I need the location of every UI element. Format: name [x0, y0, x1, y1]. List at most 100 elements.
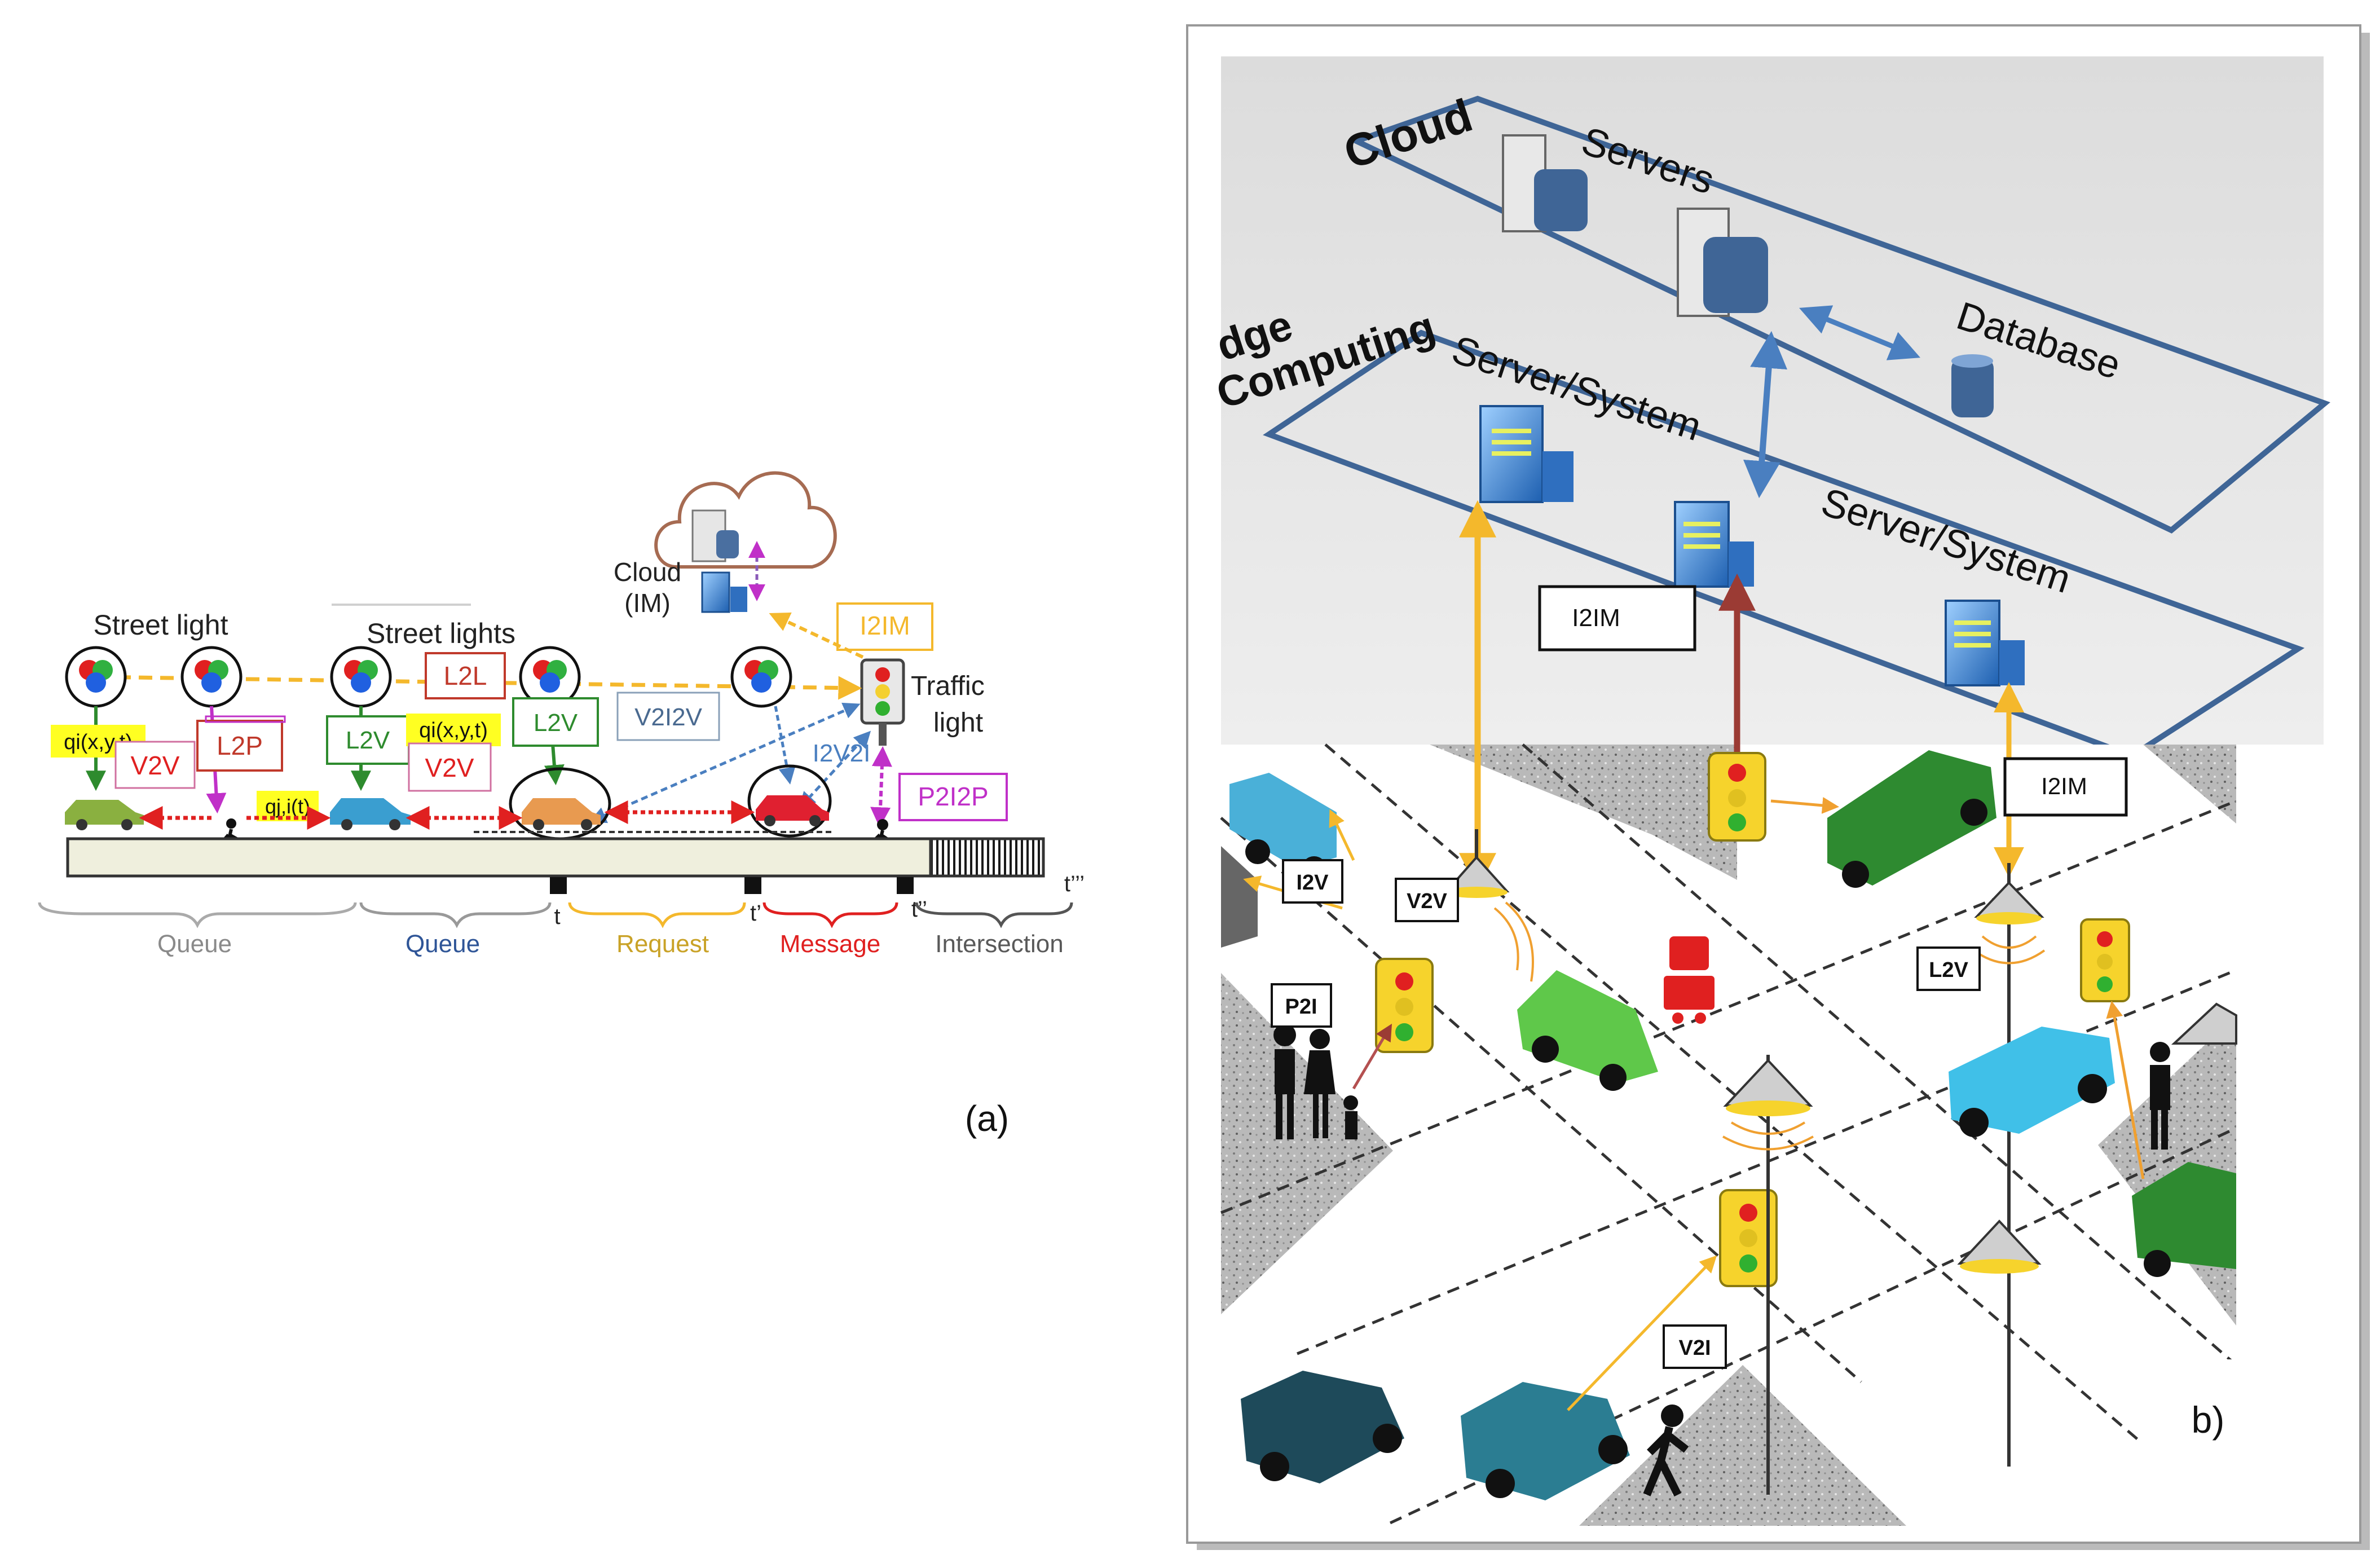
- i2im-tag: I2IM: [860, 611, 910, 640]
- p2i2p-arrow: [870, 746, 892, 828]
- brace-queue-2: [359, 902, 552, 928]
- i2im-label-1: I2IM: [1572, 604, 1620, 632]
- car-green-icon: [65, 800, 144, 830]
- v2v-tag-b: V2V: [425, 753, 474, 782]
- street-lights-label: Street lights: [367, 618, 515, 649]
- l2v-box: [1916, 946, 1981, 991]
- v2i2v-tag: V2I2V: [634, 703, 703, 731]
- l2l-link-line: [95, 675, 862, 700]
- l2l-tag-box: [425, 652, 506, 699]
- im-server-icon: [701, 571, 747, 613]
- brace-queue-1: [38, 902, 357, 928]
- segment-queue-2: Queue: [406, 930, 480, 958]
- road-intersection-hatch: [929, 837, 1045, 878]
- time-mark-t2: [897, 877, 914, 894]
- i2im-tag-box: [836, 602, 933, 651]
- i2im-box-2: [2003, 757, 2128, 817]
- v2v-tag-b-box: [408, 742, 492, 792]
- panel-a: Cloud (IM) I2IM Traffic light Street lig…: [38, 471, 1085, 1139]
- lamp-left-icon: [1444, 829, 1510, 898]
- v2i-box: [1663, 1324, 1727, 1369]
- caption-b: b): [2192, 1399, 2225, 1441]
- car-orange-icon: [509, 767, 611, 840]
- q-tag-b: qi(x,y,t): [419, 719, 488, 742]
- lamp-bottom-right-icon: [1957, 1219, 2042, 1274]
- car-gray-left-icon: [1221, 846, 1258, 948]
- p2i-box: [1271, 983, 1332, 1028]
- sidewalk-top: [1430, 745, 1737, 880]
- i2v2i-arrow: [798, 730, 871, 809]
- lamp-center-icon: [1723, 1055, 1813, 1495]
- edge-server-3-icon: [1945, 600, 2025, 686]
- cloud-label: Cloud: [614, 557, 681, 587]
- car-cyan-right-icon: [1949, 1027, 2115, 1137]
- sidewalk-left: [1221, 973, 1393, 1314]
- cloud-server-1-icon: [1502, 134, 1588, 232]
- panel-b: Cloud Servers Database dge Computing Ser…: [1186, 24, 2370, 1550]
- time-label-t: t: [554, 904, 560, 929]
- car-red-icon: [747, 764, 832, 838]
- road: [66, 837, 932, 878]
- signal-top-icon: [1708, 752, 1766, 842]
- road-line-1: [1220, 817, 1862, 1383]
- v2v-label: V2V: [1407, 890, 1447, 913]
- signal-wave-icon: [1493, 901, 2046, 1151]
- l2v-tag-a-box: [326, 715, 410, 765]
- car-navy-bottomleft-icon: [1241, 1371, 1404, 1483]
- car-darkgreen-top-icon: [1827, 750, 1996, 888]
- p2i2p-tag-box: [898, 773, 1008, 821]
- l2v-tag-b: L2V: [534, 709, 578, 737]
- l2p-tag-box: [196, 720, 283, 772]
- lamp-far-right-icon: [2171, 1002, 2237, 1045]
- car-green-bottomright-icon: [2132, 1162, 2236, 1277]
- i2v-label: I2V: [1296, 871, 1329, 895]
- brace-intersection: [915, 902, 1073, 928]
- car-green-center-icon: [1517, 970, 1658, 1091]
- cloud-edge-arrow: [1743, 331, 1788, 499]
- segment-intersection: Intersection: [935, 930, 1063, 958]
- road-line-2: [1324, 743, 2144, 1445]
- database-icon: [1951, 354, 1994, 417]
- sidewalk-top-right: [2008, 745, 2236, 824]
- cloud-im-label: (IM): [624, 588, 671, 618]
- cloud-plane: [1348, 95, 2330, 534]
- traffic-light-sublabel: light: [933, 708, 983, 738]
- traffic-light-label: Traffic: [911, 671, 985, 701]
- car-teal-icon: [330, 798, 411, 830]
- cloud-server-icon: [691, 509, 739, 562]
- cloud-icon: [654, 471, 837, 569]
- road-line-3: [1522, 743, 2237, 1366]
- robot-icon: [1664, 936, 1715, 1024]
- street-light-head-1: [65, 646, 127, 708]
- time-mark-t: [550, 877, 567, 894]
- brace-request: [568, 902, 746, 928]
- sidewalk-bottom: [1579, 1365, 1906, 1526]
- l2v-label: L2V: [1929, 958, 1968, 982]
- q-tag-c: qj,i(t): [265, 795, 310, 818]
- p2i-label: P2I: [1285, 995, 1317, 1019]
- street-light-head-2: [180, 646, 243, 708]
- i2v-arrow: [1329, 809, 1355, 861]
- pedestrian-walking-icon: [1643, 1405, 1689, 1497]
- v2v-tag-a: V2V: [131, 751, 180, 780]
- i2im-label-2: I2IM: [2041, 773, 2087, 799]
- signal-right-icon: [2080, 918, 2130, 1002]
- l2p-tag-shadow: [205, 715, 286, 723]
- caption-a: (a): [965, 1098, 1009, 1139]
- time-mark-t1: [744, 877, 761, 894]
- v2i-label: V2I: [1678, 1336, 1711, 1360]
- cloud-server-2-icon: [1677, 208, 1768, 317]
- l2v-tag-a: L2V: [346, 727, 390, 754]
- segment-request: Request: [616, 930, 709, 958]
- street-light-label: Street light: [93, 609, 228, 641]
- v2v-box: [1395, 878, 1459, 922]
- edge-server-1-icon: [1479, 405, 1574, 503]
- light5-down-arrow: [774, 706, 796, 785]
- car-teal-bottom-icon: [1461, 1382, 1630, 1500]
- road-line-5: [1297, 968, 2237, 1355]
- segment-queue-1: Queue: [157, 930, 232, 958]
- segment-message: Message: [780, 930, 881, 958]
- street-light-head-5: [730, 646, 792, 708]
- caption-b-box: [2171, 1359, 2281, 1461]
